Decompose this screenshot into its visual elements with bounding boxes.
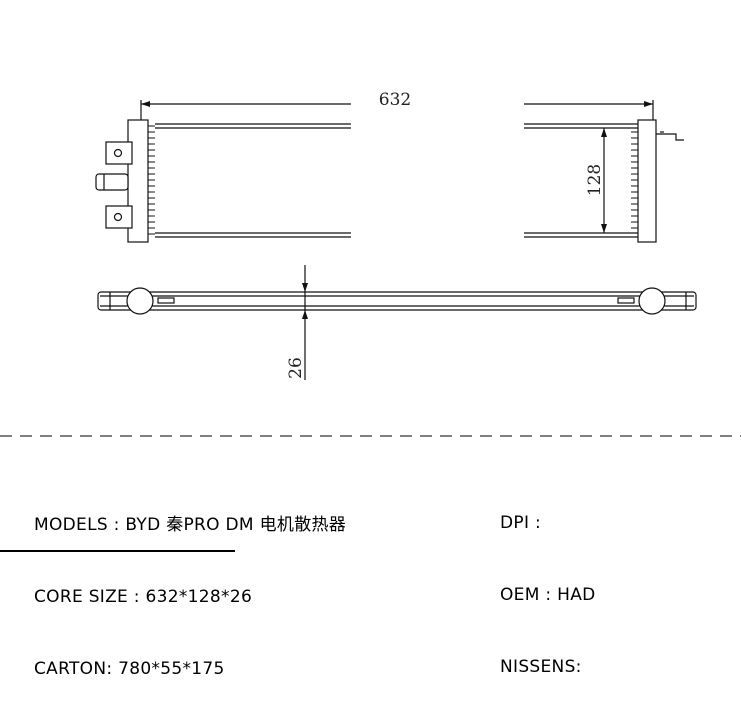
- side-core: [97, 291, 697, 311]
- left-tank-fins: [148, 125, 155, 235]
- left-side-cap: [126, 287, 154, 315]
- right-side-cap: [638, 287, 666, 315]
- right-tank: [637, 119, 657, 243]
- upper-mount-bracket: [105, 141, 133, 165]
- specs-right-block: DPI : OEM : HAD NISSENS:: [500, 463, 596, 703]
- models-line: MODELS : BYD 秦PRO DM 电机散热器: [34, 515, 347, 535]
- thickness-dimension-label: 26: [286, 357, 306, 379]
- oem-line: OEM : HAD: [500, 585, 596, 605]
- bleed-fitting: [656, 133, 684, 141]
- front-view: [95, 100, 684, 243]
- core-size-line: CORE SIZE : 632*128*26: [34, 587, 253, 607]
- right-tank-fins: [631, 131, 638, 229]
- lower-mount-bracket: [105, 205, 133, 229]
- dpi-line: DPI :: [500, 513, 541, 533]
- side-view: [97, 265, 697, 380]
- nissens-line: NISSENS:: [500, 657, 582, 677]
- height-dimension-label: 128: [585, 164, 605, 196]
- specs-left-block: MODELS : BYD 秦PRO DM 电机散热器 CORE SIZE : 6…: [34, 465, 346, 705]
- length-dimension-label: 632: [379, 90, 411, 110]
- outlet-pipe: [95, 173, 129, 191]
- radiator-technical-drawing: 632 128 26: [0, 90, 741, 552]
- carton-line: CARTON: 780*55*175: [34, 659, 225, 679]
